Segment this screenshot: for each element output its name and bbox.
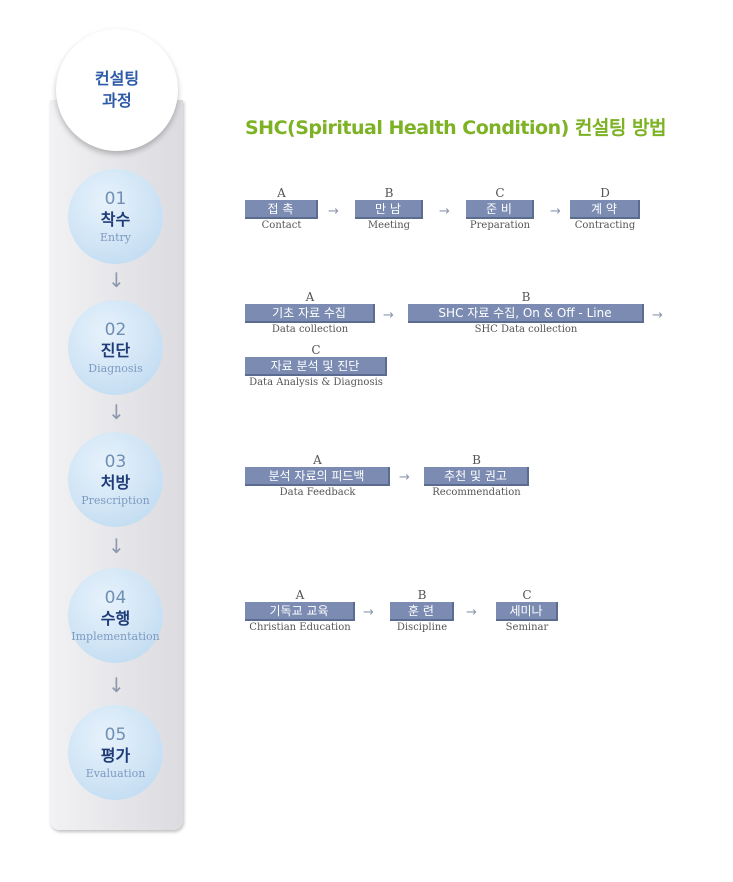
step-number: 05 [104,724,127,745]
item-letter: B [384,186,394,200]
right-arrow-icon: → [550,204,561,219]
item-letter: B [472,453,481,467]
diagnosis-data-collection: A 기초 자료 수집 Data collection [245,290,375,337]
implementation-seminar: C 세미나 Seminar [496,588,558,635]
item-subtitle: Contact [261,220,302,231]
process-header-line2: 과정 [102,91,132,110]
step-diagnosis[interactable]: 02 진단 Diagnosis [68,300,163,395]
item-box: 만 남 [355,200,423,219]
step-implementation[interactable]: 04 수행 Implementation [68,568,163,663]
item-box: 세미나 [496,602,558,621]
step-entry[interactable]: 01 착수 Entry [68,169,163,264]
down-arrow-icon: ↓ [108,268,125,292]
step-subtitle: Implementation [71,629,160,643]
step-number: 04 [104,587,127,608]
item-box: 기초 자료 수집 [245,304,375,323]
item-box: 계 약 [570,200,640,219]
item-subtitle: Data Analysis & Diagnosis [249,377,383,388]
entry-contracting: D 계 약 Contracting [570,186,640,233]
implementation-discipline: B 훈 련 Discipline [390,588,454,635]
item-box: 자료 분석 및 진단 [245,357,387,376]
process-header-circle: 컨설팅 과정 [56,29,178,151]
item-subtitle: Data Feedback [279,487,356,498]
entry-meeting: B 만 남 Meeting [355,186,423,233]
step-evaluation[interactable]: 05 평가 Evaluation [68,705,163,800]
item-letter: A [295,588,305,602]
down-arrow-icon: ↓ [108,534,125,558]
item-box: 훈 련 [390,602,454,621]
item-letter: A [305,290,315,304]
item-subtitle: Preparation [469,220,531,231]
item-box: 접 촉 [245,200,318,219]
step-title: 진단 [100,340,131,360]
right-arrow-icon: → [466,605,477,620]
page-title: SHC(Spiritual Health Condition) 컨설팅 방법 [245,117,666,139]
item-subtitle: Meeting [367,220,411,231]
step-subtitle: Diagnosis [88,361,143,375]
item-subtitle: Contracting [574,220,636,231]
item-letter: C [495,186,505,200]
item-letter: C [311,343,321,357]
step-title: 평가 [100,745,131,765]
right-arrow-icon: → [363,605,374,620]
item-letter: A [313,453,322,467]
item-subtitle: SHC Data collection [474,324,578,335]
item-subtitle: Recommendation [432,487,521,498]
diagnosis-data-analysis: C 자료 분석 및 진단 Data Analysis & Diagnosis [245,343,387,390]
item-letter: B [417,588,427,602]
step-number: 01 [104,188,127,209]
step-subtitle: Evaluation [85,766,146,780]
step-number: 03 [104,451,127,472]
item-letter: B [521,290,531,304]
item-subtitle: Discipline [396,622,448,633]
entry-contact: A 접 촉 Contact [245,186,318,233]
implementation-christian-education: A 기독교 교육 Christian Education [245,588,355,635]
diagnosis-shc-data-collection: B SHC 자료 수집, On & Off - Line SHC Data co… [408,290,644,337]
down-arrow-icon: ↓ [108,673,125,697]
step-title: 수행 [100,608,131,628]
step-subtitle: Prescription [81,493,150,507]
prescription-data-feedback: A 분석 자료의 피드백 Data Feedback [245,453,390,500]
item-subtitle: Christian Education [249,622,351,633]
entry-preparation: C 준 비 Preparation [466,186,534,233]
item-box: 분석 자료의 피드백 [245,467,390,486]
step-title: 착수 [100,209,131,229]
item-subtitle: Seminar [505,622,549,633]
item-box: 기독교 교육 [245,602,355,621]
item-letter: C [522,588,532,602]
item-box: 추천 및 권고 [424,467,529,486]
prescription-recommendation: B 추천 및 권고 Recommendation [424,453,529,500]
item-letter: A [277,186,286,200]
down-arrow-icon: ↓ [108,400,125,424]
item-box: SHC 자료 수집, On & Off - Line [408,304,644,323]
item-box: 준 비 [466,200,534,219]
item-letter: D [600,186,610,200]
right-arrow-icon: → [383,308,394,323]
right-arrow-icon: → [399,470,410,485]
right-arrow-icon: → [439,204,450,219]
right-arrow-icon: → [652,308,663,323]
item-subtitle: Data collection [271,324,349,335]
process-header-line1: 컨설팅 [94,69,140,88]
step-subtitle: Entry [99,230,131,244]
step-title: 처방 [100,472,131,492]
step-prescription[interactable]: 03 처방 Prescription [68,432,163,527]
right-arrow-icon: → [328,204,339,219]
step-number: 02 [104,319,127,340]
